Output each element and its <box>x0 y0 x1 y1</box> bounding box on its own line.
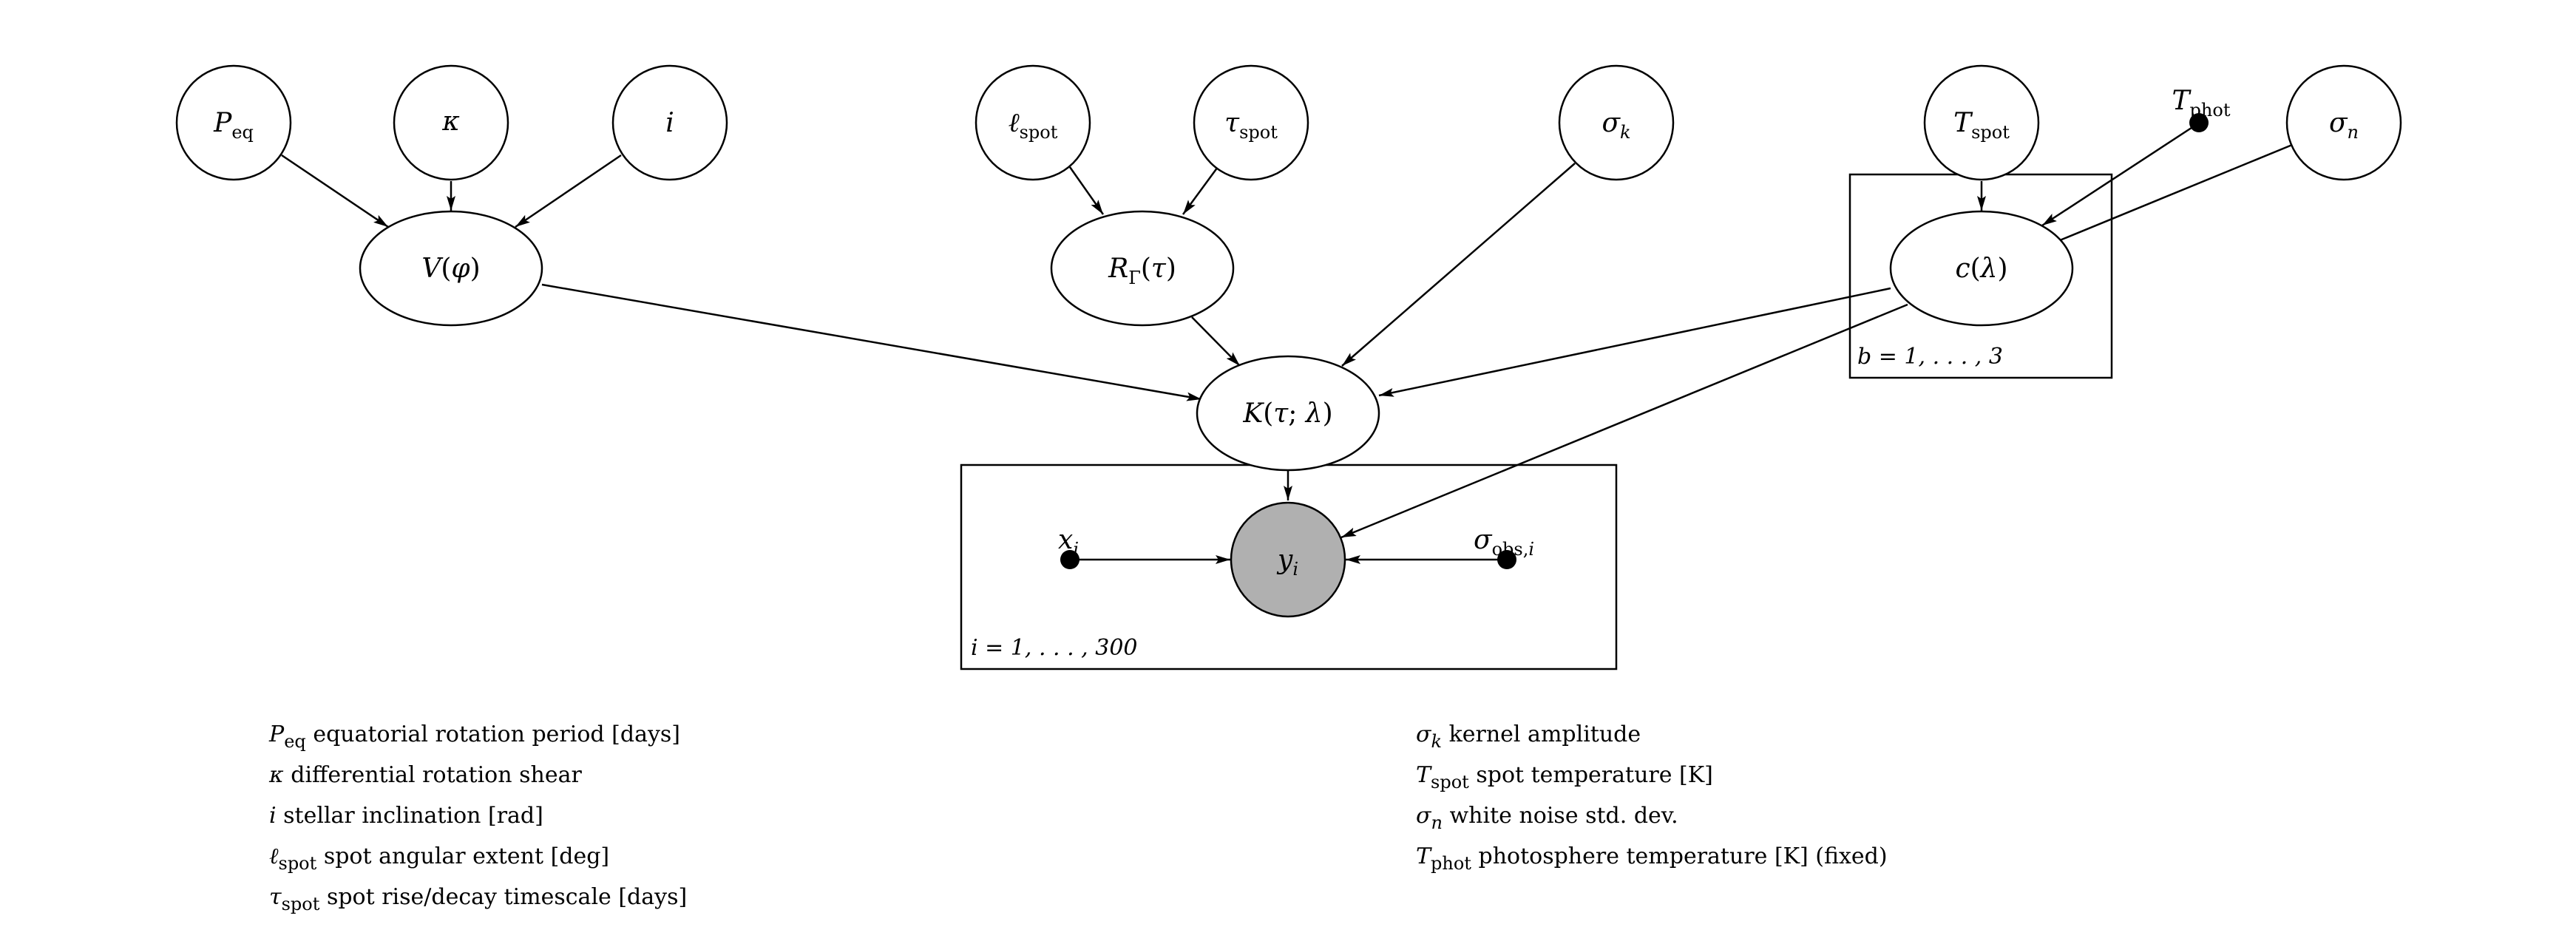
node-c-lambda: c(λ) <box>1889 210 2074 327</box>
svg-text:yi: yi <box>1276 545 1298 580</box>
svg-text:xi: xi <box>1058 525 1079 560</box>
edges <box>281 122 2293 564</box>
node-sigma-n: σn <box>2285 64 2402 181</box>
node-t-phot: Tphot <box>2172 86 2231 132</box>
node-sigma-k: σk <box>1558 64 1675 181</box>
node-r-gamma-tau: RΓ(τ) <box>1050 210 1235 327</box>
edge-r-k <box>1191 316 1241 367</box>
svg-text:τspot: τspot <box>1224 108 1278 143</box>
edge-ell-r <box>1068 166 1105 215</box>
plate-bands-label: b = 1, . . . , 3 <box>1857 344 2003 370</box>
svg-text:σn: σn <box>2329 108 2359 143</box>
edge-v-k <box>541 283 1202 401</box>
svg-text:κ: κ <box>441 106 460 137</box>
edge-sigmak-k <box>1341 163 1576 367</box>
node-p-eq: Peq <box>175 64 292 181</box>
legend-item-t-spot: Tspot spot temperature [K] <box>1416 762 1713 792</box>
node-v-phi: V(φ) <box>359 210 543 327</box>
node-x-i: xi <box>1058 525 1079 569</box>
plate-data-label: i = 1, . . . , 300 <box>971 635 1138 661</box>
node-kappa: κ <box>393 64 509 181</box>
legend-item-t-phot: Tphot photosphere temperature [K] (fixed… <box>1416 843 1888 874</box>
edge-sigman-c <box>2059 143 2293 242</box>
svg-text:Peq: Peq <box>213 108 254 143</box>
svg-text:RΓ(τ): RΓ(τ) <box>1108 254 1176 288</box>
node-sigma-obs-i: σobs,i <box>1474 525 1534 569</box>
legend-item-kappa: κ differential rotation shear <box>268 762 582 788</box>
svg-text:K(τ; λ): K(τ; λ) <box>1242 398 1332 429</box>
svg-text:σobs,i: σobs,i <box>1474 525 1534 560</box>
svg-text:V(φ): V(φ) <box>421 254 480 284</box>
edge-tau-r <box>1182 166 1219 215</box>
node-y-i: yi <box>1230 501 1346 618</box>
svg-text:Tspot: Tspot <box>1953 108 2010 143</box>
legend-item-sigma-k: σk kernel amplitude <box>1416 721 1641 752</box>
svg-text:i: i <box>665 108 674 138</box>
edge-i-v <box>515 154 622 228</box>
legend-item-inclination: i stellar inclination [rad] <box>269 803 543 829</box>
edge-c-y <box>1340 303 1908 539</box>
legend-item-ell-spot: ℓspot spot angular extent [deg] <box>269 843 609 874</box>
edge-c-k <box>1378 287 1891 397</box>
svg-text:Tphot: Tphot <box>2172 86 2231 120</box>
legend-item-sigma-n: σn white noise std. dev. <box>1416 803 1678 833</box>
node-inclination: i <box>611 64 728 181</box>
node-ell-spot: ℓspot <box>975 64 1091 181</box>
legend-item-tau-spot: τspot spot rise/decay timescale [days] <box>269 884 687 914</box>
legend-item-peq: Peq equatorial rotation period [days] <box>268 721 680 752</box>
svg-text:c(λ): c(λ) <box>1955 254 2007 284</box>
edge-peq-v <box>281 154 389 228</box>
node-k-tau-lambda: K(τ; λ) <box>1196 355 1380 472</box>
edge-tphot-c <box>2041 122 2199 227</box>
node-tau-spot: τspot <box>1193 64 1309 181</box>
legend-right: σk kernel amplitude Tspot spot temperatu… <box>1416 721 1888 874</box>
legend-left: Peq equatorial rotation period [days] κ … <box>268 721 687 914</box>
svg-text:ℓspot: ℓspot <box>1009 108 1058 143</box>
svg-text:σk: σk <box>1601 108 1630 143</box>
node-t-spot: Tspot <box>1923 64 2040 181</box>
